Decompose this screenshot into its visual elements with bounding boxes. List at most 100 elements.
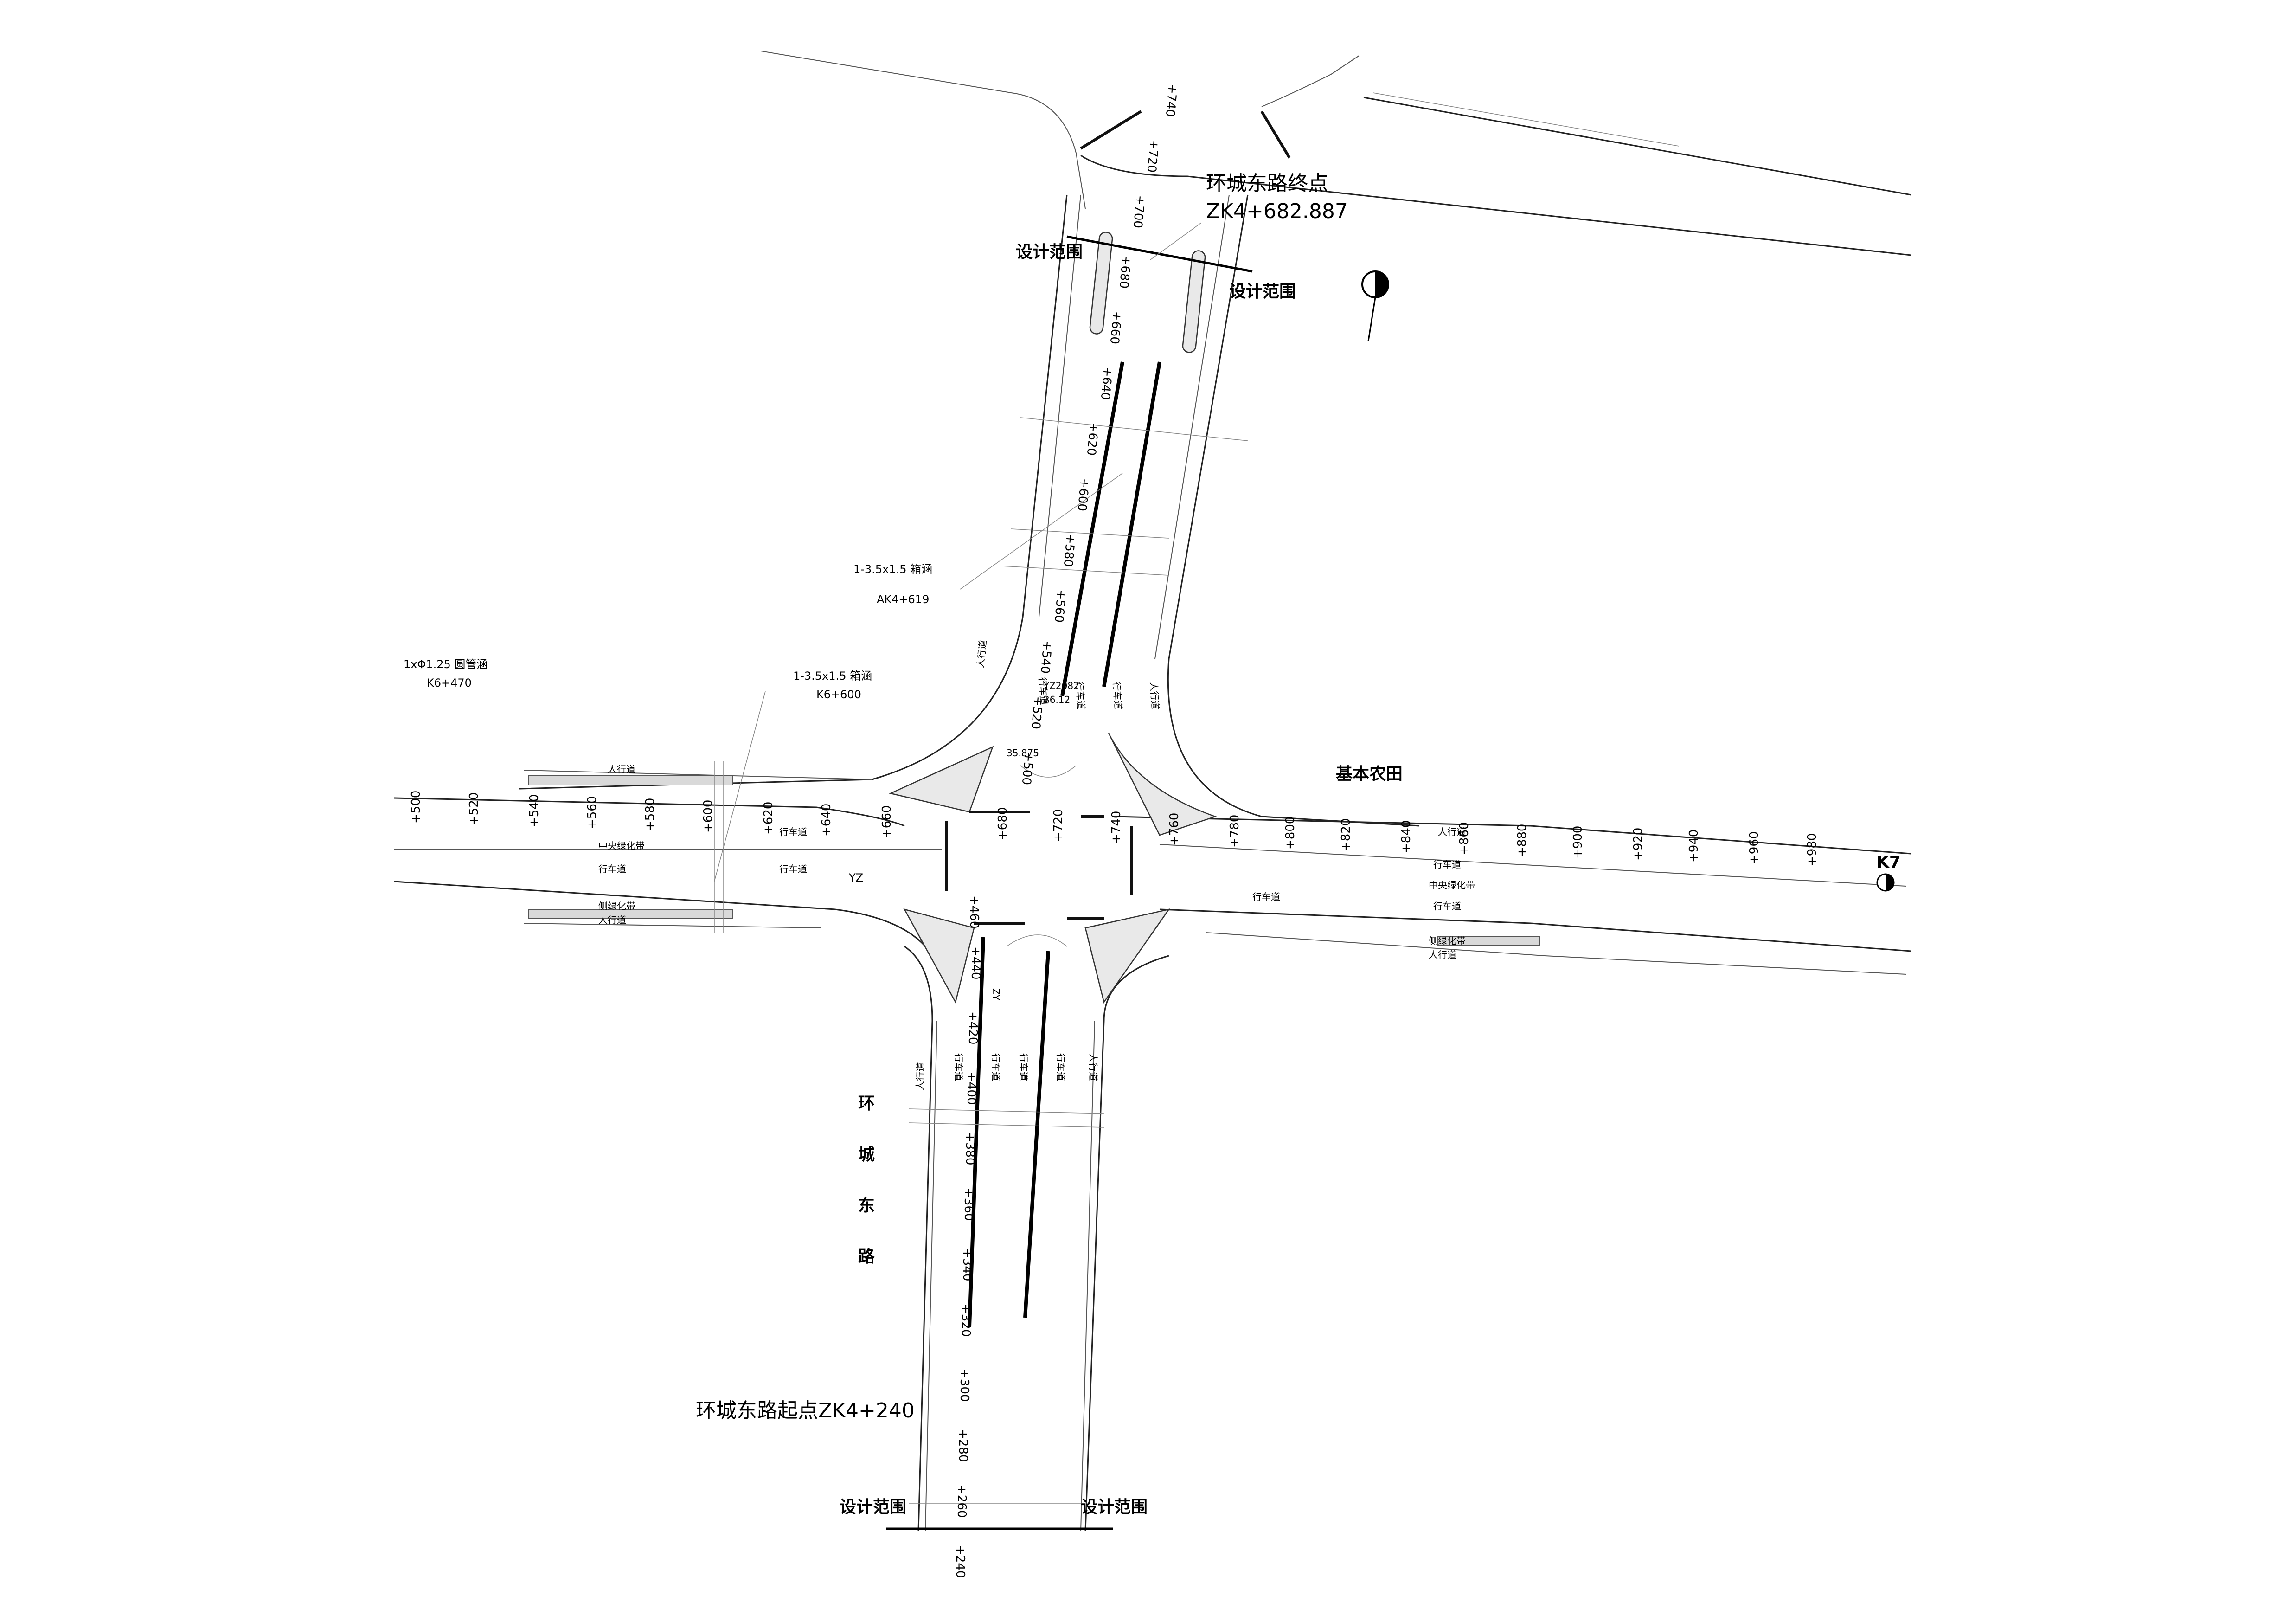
road-name-char-4: 路 [858, 1247, 875, 1266]
station-label: +420 [966, 1011, 980, 1044]
side-green-label-w: 侧绿化带 [598, 901, 635, 912]
station-label: +440 [968, 946, 982, 979]
station-label: +660 [1107, 310, 1124, 345]
leader-lines [714, 222, 1202, 882]
crosswalks [945, 811, 1133, 925]
design-scope-label-ne: 设计范围 [1229, 282, 1296, 301]
station-label: +700 [1130, 194, 1147, 229]
station-label: +520 [467, 792, 481, 825]
design-scope-lines [886, 235, 1253, 1530]
station-label: +460 [967, 895, 981, 928]
carriageway-label-n1: 行车道 [1037, 677, 1050, 706]
station-label: +740 [1110, 811, 1123, 844]
north-arrow-icon [1361, 270, 1389, 341]
point-elev-2: 35.875 [1007, 747, 1039, 759]
station-label: +560 [1052, 589, 1068, 623]
k7-label: K7 [1876, 853, 1901, 872]
carriageway-label-s4: 行车道 [1055, 1053, 1066, 1081]
sidewalk-label-e1: 人行道 [1438, 826, 1466, 837]
east-arm [1113, 816, 1911, 975]
side-green-label-e: 侧绿化带 [1429, 935, 1466, 946]
station-label: +980 [1805, 833, 1819, 866]
north-existing-road [760, 51, 1911, 256]
station-label: +580 [1061, 533, 1077, 567]
north-arm [519, 194, 1420, 827]
station-labels-north: +740 +720 +700 +680 +660 +640 +620 +600 +580 +560… [1019, 83, 1180, 785]
station-label: +520 [1028, 695, 1045, 730]
station-label: +760 [1167, 813, 1181, 846]
station-label: +280 [956, 1429, 970, 1462]
sidewalk-label-w1: 人行道 [608, 764, 635, 775]
station-label: +940 [1687, 830, 1701, 862]
station-labels-ew: +500 +520 +540 +560 +580 +600 +620 +640 +660 +680… [409, 791, 1819, 866]
station-label: +740 [1163, 83, 1180, 117]
station-label: +260 [955, 1485, 968, 1518]
station-label: +620 [1084, 422, 1101, 456]
culvert-pipe-label: 1xΦ1.25 圆管涵 [404, 658, 487, 671]
station-label: +580 [643, 798, 657, 831]
carriageway-label-n3: 行车道 [1111, 682, 1124, 710]
center-green-label-e: 中央绿化带 [1429, 880, 1475, 891]
carriageway-label-s1: 行车道 [953, 1053, 964, 1081]
point-tag: YZ2082 [1043, 680, 1079, 691]
carriageway-label-w1: 行车道 [779, 826, 807, 837]
station-label: +640 [1098, 366, 1115, 400]
station-label: +800 [1283, 817, 1297, 850]
station-label: +680 [1116, 255, 1133, 289]
point-elev: 36.12 [1044, 694, 1070, 705]
west-arm [394, 761, 942, 956]
station-label: +560 [585, 796, 599, 829]
station-label: +340 [960, 1248, 974, 1281]
station-label: +660 [880, 805, 894, 838]
carriageway-label-e2: 行车道 [1433, 901, 1461, 912]
station-label: +780 [1228, 815, 1242, 848]
sidewalk-label-s1: 人行道 [914, 1062, 926, 1090]
south-arm [904, 937, 1169, 1532]
station-label: +320 [959, 1304, 973, 1337]
station-label: +880 [1515, 824, 1529, 857]
carriageway-label-s3: 行车道 [1018, 1053, 1029, 1081]
end-point-title: 环城东路终点 [1206, 172, 1328, 195]
intersection-islands [889, 733, 1217, 1004]
sidewalk-label-w2: 人行道 [598, 914, 626, 926]
culvert-box-north-label: 1-3.5x1.5 箱涵 [853, 563, 932, 576]
carriageway-label-w3: 行车道 [598, 863, 626, 875]
station-label: +720 [1052, 809, 1065, 842]
center-green-label-w: 中央绿化带 [598, 840, 645, 851]
station-label: +840 [1399, 820, 1413, 853]
sidewalk-label-n1: 人行道 [975, 639, 988, 668]
station-label: +640 [820, 804, 834, 837]
road-name-char-3: 东 [858, 1196, 875, 1215]
carriageway-label-n2: 行车道 [1074, 682, 1087, 710]
station-label: +720 [1144, 139, 1161, 173]
station-label: +360 [962, 1188, 975, 1221]
road-name-char-2: 城 [858, 1145, 875, 1164]
station-label: +820 [1339, 818, 1353, 851]
station-label: +600 [1075, 477, 1091, 512]
station-label: +960 [1747, 831, 1761, 864]
carriageway-label-e1: 行车道 [1433, 859, 1461, 870]
station-label: +600 [701, 800, 715, 833]
design-scope-label-nw: 设计范围 [1016, 243, 1083, 262]
station-label: +500 [1019, 751, 1036, 785]
carriageway-label-e3: 行车道 [1252, 891, 1280, 902]
carriageway-label-w2: 行车道 [779, 863, 807, 875]
design-scope-label-sw: 设计范围 [840, 1498, 906, 1517]
station-label: +400 [964, 1072, 978, 1105]
culvert-pipe-station: K6+470 [427, 676, 472, 689]
station-label: +500 [409, 791, 423, 824]
station-label: +680 [996, 807, 1010, 840]
zy-label: ZY [990, 988, 1001, 1001]
farmland-label: 基本农田 [1336, 765, 1403, 784]
station-label: +540 [527, 794, 541, 827]
station-label: +300 [957, 1369, 971, 1402]
start-point-label: 环城东路起点ZK4+240 [696, 1399, 915, 1422]
carriageway-label-s2: 行车道 [990, 1053, 1001, 1081]
sidewalk-label-e2: 人行道 [1429, 949, 1456, 960]
road-name-char-1: 环 [858, 1094, 875, 1113]
culvert-box-west-station: K6+600 [816, 688, 861, 701]
station-label: +620 [762, 802, 776, 835]
station-label: +900 [1571, 826, 1585, 859]
station-label: +240 [953, 1545, 967, 1578]
